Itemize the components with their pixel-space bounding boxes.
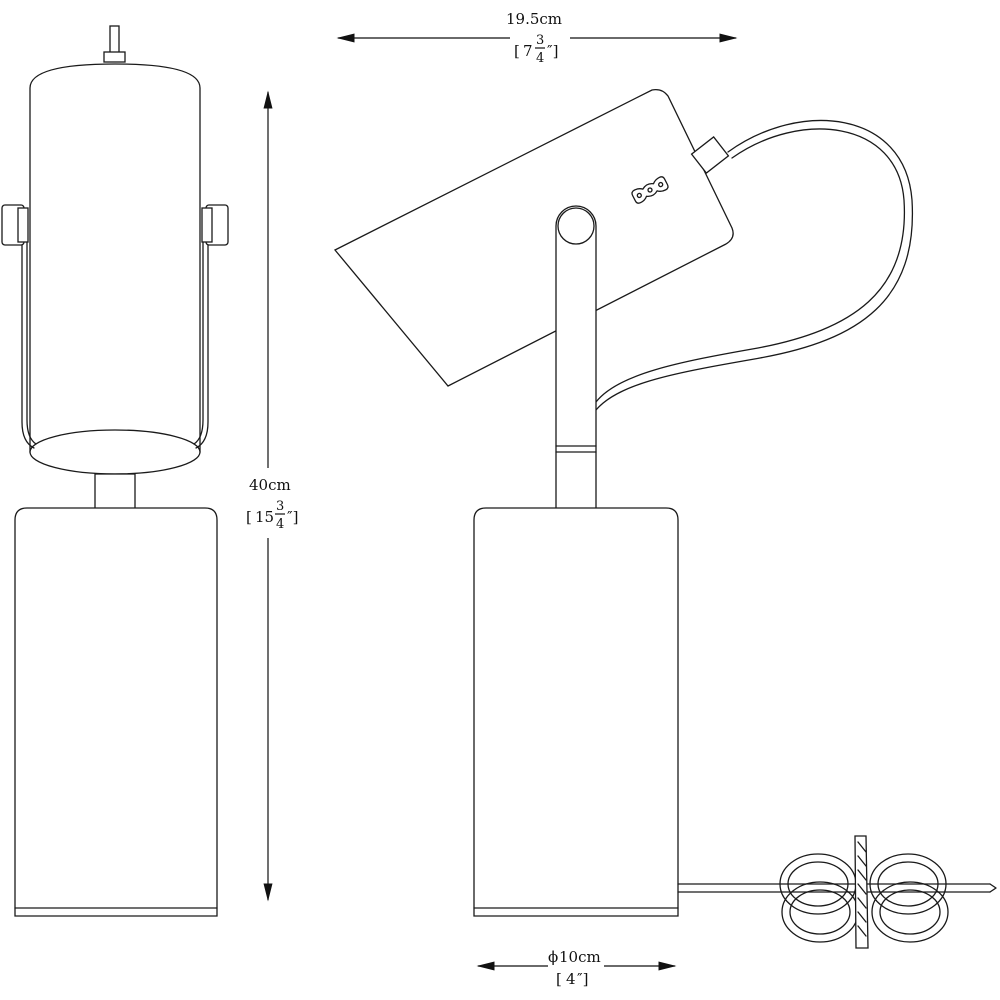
width-dimension: 19.5cm [ 7 3 4 ″] — [336, 10, 738, 66]
side-view — [333, 88, 997, 949]
diameter-symbol: ϕ — [548, 948, 558, 966]
slot-icon — [631, 176, 669, 204]
height-imperial-whole: 15 — [255, 508, 274, 526]
switch-icon — [103, 25, 126, 63]
svg-text:[: [ — [246, 508, 252, 526]
pivot-knob — [557, 207, 595, 245]
front-view — [1, 25, 229, 917]
base-side — [473, 507, 679, 917]
svg-text:″]: ″] — [547, 42, 558, 60]
width-imperial-den: 4 — [536, 51, 544, 66]
cord-coil-icon — [779, 835, 949, 949]
cord-upper — [595, 119, 914, 411]
base-front — [14, 507, 218, 917]
svg-text:″]: ″] — [287, 508, 298, 526]
yoke-bracket — [1, 204, 229, 449]
svg-text:″]: ″] — [577, 970, 588, 988]
width-metric: 19.5cm — [506, 10, 562, 28]
svg-text:[: [ — [514, 42, 520, 60]
lamp-head-side — [333, 88, 734, 387]
height-imperial-den: 4 — [276, 517, 284, 532]
width-imperial-whole: 7 — [523, 42, 533, 60]
height-imperial-num: 3 — [276, 499, 284, 514]
height-metric: 40cm — [249, 476, 291, 494]
diameter-imperial: 4 — [566, 970, 576, 988]
svg-text:[: [ — [556, 970, 562, 988]
diameter-metric: 10cm — [559, 948, 601, 966]
neck-front — [94, 473, 136, 511]
width-imperial-num: 3 — [536, 33, 544, 48]
height-dimension: 40cm [ 15 3 4 ″] — [246, 90, 298, 902]
lamp-head-front — [29, 63, 201, 475]
diameter-dimension: ϕ 10cm [ 4 ″] — [476, 948, 677, 988]
post-arm — [555, 205, 597, 511]
